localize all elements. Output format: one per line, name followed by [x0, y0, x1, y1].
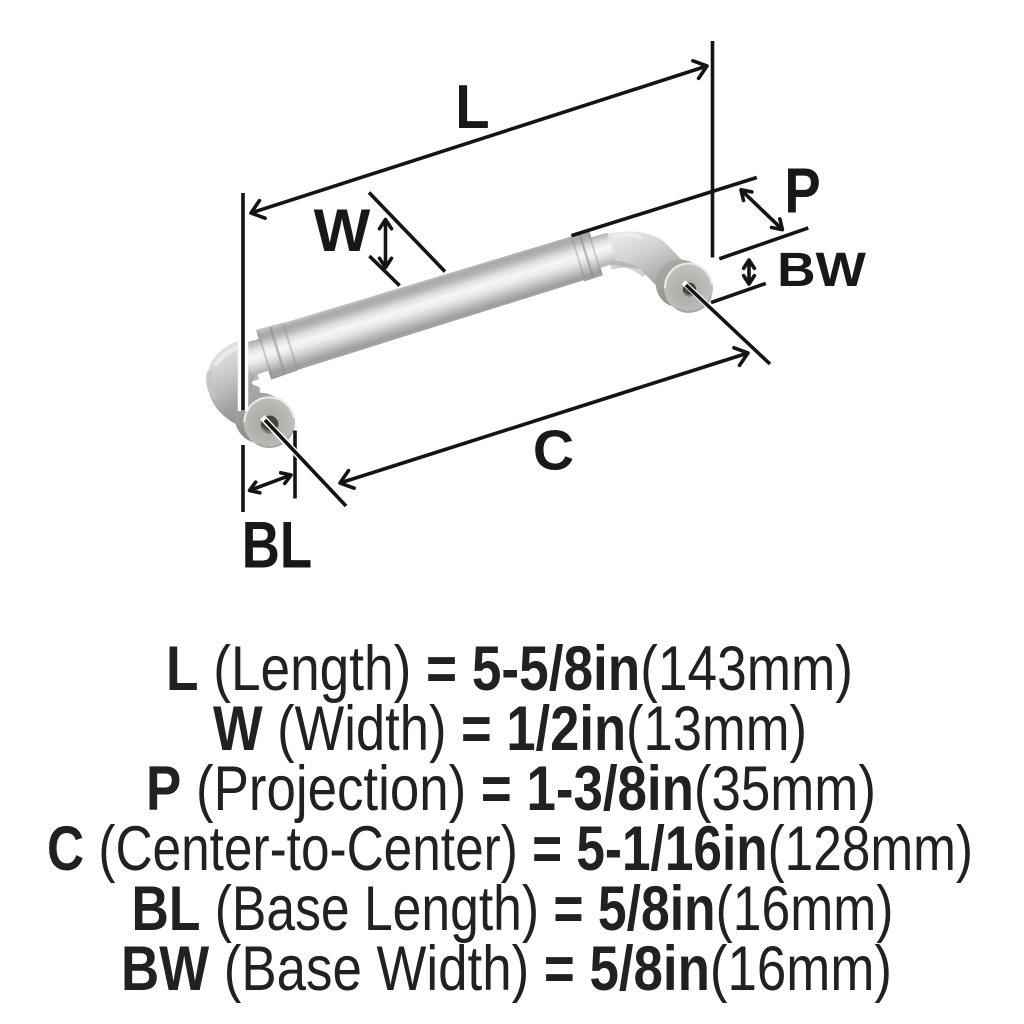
svg-text:BL: BL	[242, 508, 312, 582]
svg-text:L: L	[455, 71, 489, 141]
svg-text:L (Length) = 5-5/8in(143mm): L (Length) = 5-5/8in(143mm)	[166, 634, 853, 704]
svg-text:BL (Base Length) = 5/8in(16mm): BL (Base Length) = 5/8in(16mm)	[132, 874, 894, 944]
svg-text:C: C	[533, 419, 574, 483]
svg-text:P (Projection) = 1-3/8in(35mm): P (Projection) = 1-3/8in(35mm)	[146, 754, 876, 824]
svg-text:W (Width) = 1/2in(13mm): W (Width) = 1/2in(13mm)	[213, 694, 807, 765]
svg-text:P: P	[784, 154, 820, 226]
svg-text:BW: BW	[777, 242, 866, 296]
svg-text:C (Center-to-Center) = 5-1/16i: C (Center-to-Center) = 5-1/16in(128mm)	[47, 814, 973, 884]
svg-text:BW (Base Width) = 5/8in(16mm): BW (Base Width) = 5/8in(16mm)	[121, 934, 892, 1004]
svg-text:W: W	[314, 197, 371, 264]
